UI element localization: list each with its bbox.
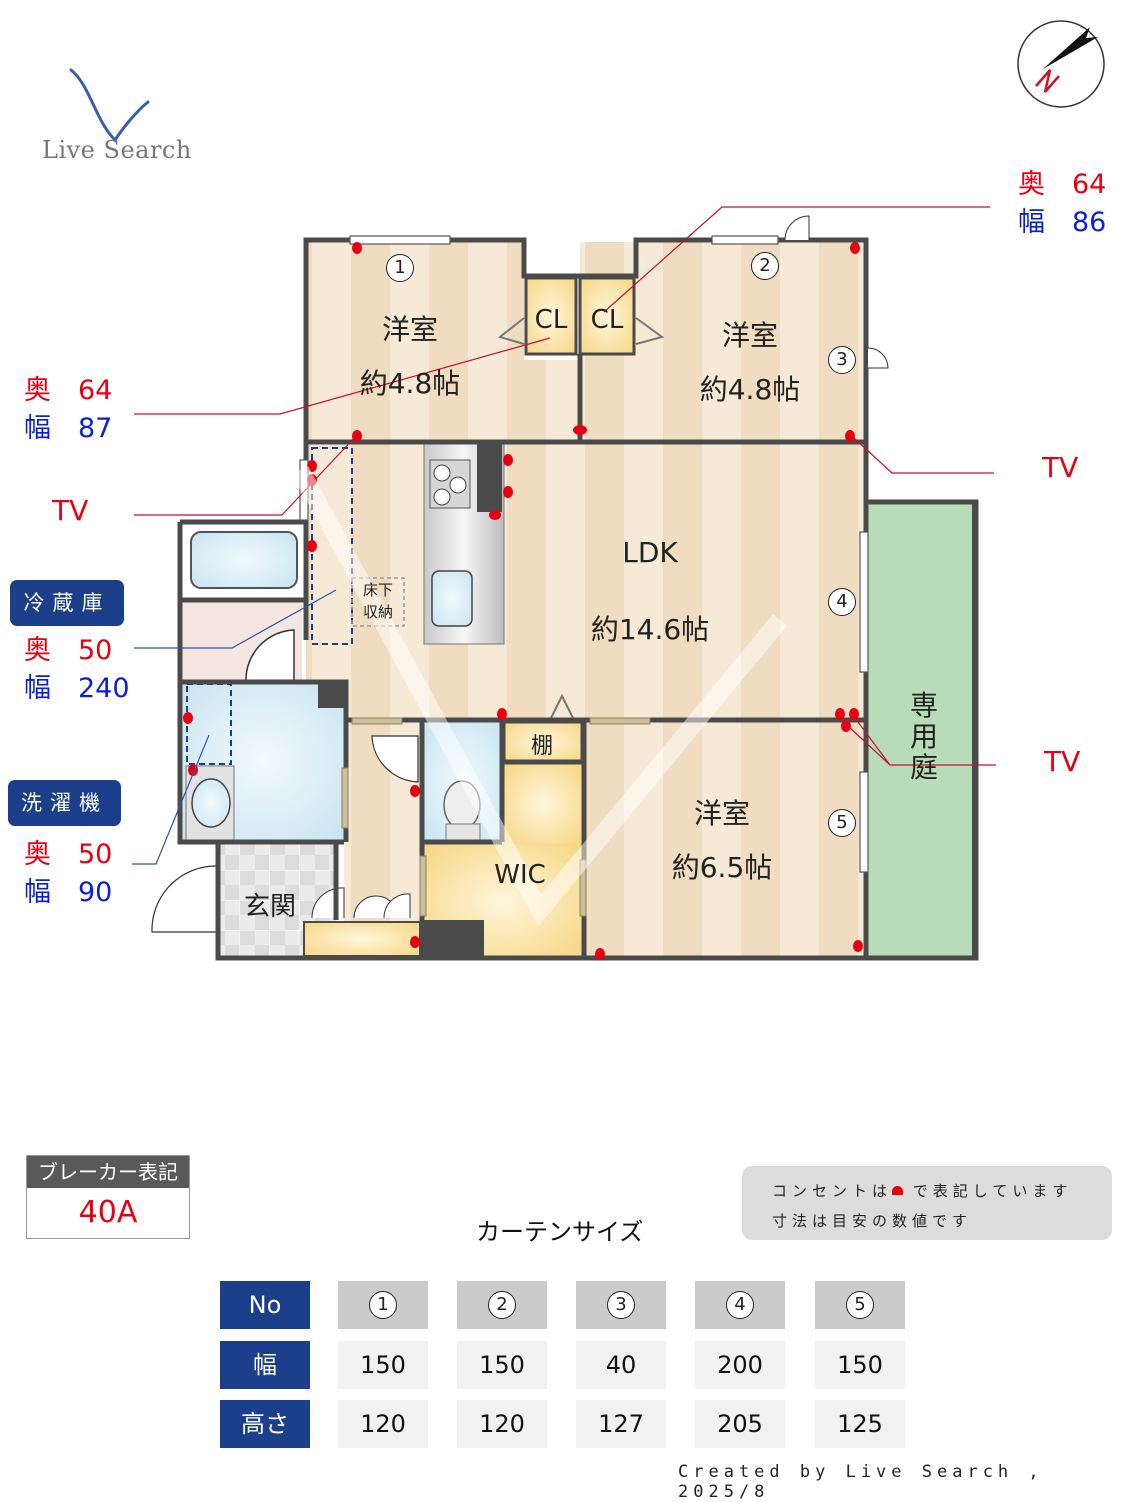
room-western-1-floor — [306, 242, 524, 440]
curtain-no-cell: 3 — [576, 1281, 666, 1329]
underfloor-label-2: 収納 — [362, 603, 393, 621]
floor-plan — [69, 20, 1105, 961]
footer-credit: Created by Live Search , 2025/8 — [678, 1462, 1044, 1502]
breaker-value: 40A — [78, 1195, 138, 1230]
width-label: 幅 — [24, 413, 51, 444]
width-value: 240 — [78, 673, 130, 704]
curtain-height-cell: 127 — [576, 1400, 666, 1448]
closet-left-label: CL — [534, 305, 568, 335]
fridge-dimensions: 奥 50 幅 240 — [24, 632, 130, 708]
wic-label: WIC — [494, 860, 546, 890]
depth-label: 奥 — [24, 839, 51, 870]
width-value: 86 — [1072, 207, 1107, 238]
room-western-1-name: 洋室 — [381, 313, 438, 346]
depth-value: 50 — [78, 839, 113, 870]
window-number-icon: 3 — [607, 1291, 635, 1319]
curtain-height-cell: 120 — [338, 1400, 428, 1448]
underfloor-label-1: 床下 — [362, 581, 393, 599]
washer-badge: 洗濯機 — [8, 780, 121, 826]
note-line2: 寸法は目安の数値です — [772, 1212, 973, 1230]
entrance-label: 玄関 — [243, 892, 296, 922]
curtain-width-cell: 150 — [815, 1341, 905, 1389]
window-number-icon: 1 — [369, 1291, 397, 1319]
depth-value: 64 — [1072, 169, 1107, 200]
curtain-no-cell: 1 — [338, 1281, 428, 1329]
curtain-no-cell: 4 — [695, 1281, 785, 1329]
garden-label-2: 用 — [909, 720, 938, 753]
depth-label: 奥 — [24, 375, 51, 406]
curtain-size-title: カーテンサイズ — [476, 1218, 644, 1246]
tv-label-right-bottom: TV — [1044, 745, 1081, 778]
tv-label-right-top: TV — [1042, 451, 1079, 484]
width-label: 幅 — [24, 877, 51, 908]
curtain-width-cell: 150 — [457, 1341, 547, 1389]
curtain-no-cell: 2 — [457, 1281, 547, 1329]
width-label: 幅 — [24, 673, 51, 704]
depth-label: 奥 — [1018, 169, 1045, 200]
sink-icon — [431, 570, 473, 627]
window-marker-3: 3 — [828, 346, 856, 374]
closet-right-dimensions: 奥 64 幅 86 — [1018, 166, 1106, 242]
window-marker-1: 1 — [386, 254, 414, 282]
breaker-box: ブレーカー表記 40A — [26, 1155, 190, 1239]
room-ldk-name: LDK — [622, 536, 678, 569]
shoe-cabinet — [303, 921, 421, 957]
compass-icon — [1017, 20, 1105, 108]
curtain-row-label-no: No — [220, 1281, 310, 1329]
room-western-3-floor — [584, 722, 864, 958]
window-number-icon: 2 — [488, 1291, 516, 1319]
curtain-width-cell: 40 — [576, 1341, 666, 1389]
closet-right — [578, 276, 636, 356]
curtain-no-cell: 5 — [815, 1281, 905, 1329]
curtain-height-cell: 205 — [695, 1400, 785, 1448]
window-number-icon: 4 — [726, 1291, 754, 1319]
closet-left-dimensions: 奥 64 幅 87 — [24, 372, 112, 448]
breaker-title: ブレーカー表記 — [27, 1156, 189, 1188]
room-western-3-size: 約6.5帖 — [671, 851, 773, 884]
depth-label: 奥 — [24, 635, 51, 666]
width-value: 87 — [78, 413, 113, 444]
curtain-row-label-height: 高さ — [220, 1400, 310, 1448]
logo-check-icon — [69, 68, 150, 143]
shelf-label: 棚 — [530, 734, 553, 759]
room-ldk-size: 約14.6帖 — [590, 613, 710, 646]
fridge-badge: 冷蔵庫 — [10, 580, 124, 626]
depth-value: 64 — [78, 375, 113, 406]
room-ldk-floor — [306, 442, 864, 720]
curtain-row-label-width: 幅 — [220, 1341, 310, 1389]
logo-text: Live Search — [42, 136, 192, 164]
curtain-height-cell: 125 — [815, 1400, 905, 1448]
curtain-width-cell: 200 — [695, 1341, 785, 1389]
window-marker-5: 5 — [828, 809, 856, 837]
curtain-height-cell: 120 — [457, 1400, 547, 1448]
room-western-2-size: 約4.8帖 — [699, 373, 801, 406]
window-marker-2: 2 — [751, 252, 779, 280]
note-line1-post: で表記しています — [912, 1182, 1073, 1200]
note-line1-pre: コンセントは — [772, 1182, 893, 1200]
bathtub-icon — [190, 531, 298, 589]
garden-label-3: 庭 — [909, 751, 938, 784]
curtain-width-cell: 150 — [338, 1341, 428, 1389]
window-number-icon: 5 — [846, 1291, 874, 1319]
tv-label-left: TV — [52, 494, 89, 527]
room-western-2-name: 洋室 — [721, 319, 778, 352]
width-value: 90 — [78, 877, 113, 908]
garden-label-1: 専 — [909, 689, 938, 722]
closet-right-label: CL — [590, 305, 624, 335]
depth-value: 50 — [78, 635, 113, 666]
width-label: 幅 — [1018, 207, 1045, 238]
legend-note: コンセントは で表記しています 寸法は目安の数値です — [742, 1166, 1112, 1240]
outlet-icon — [892, 1186, 904, 1195]
washer-dimensions: 奥 50 幅 90 — [24, 836, 112, 912]
room-western-1-size: 約4.8帖 — [359, 367, 461, 400]
window-marker-4: 4 — [828, 588, 856, 616]
room-western-3-name: 洋室 — [693, 797, 750, 830]
